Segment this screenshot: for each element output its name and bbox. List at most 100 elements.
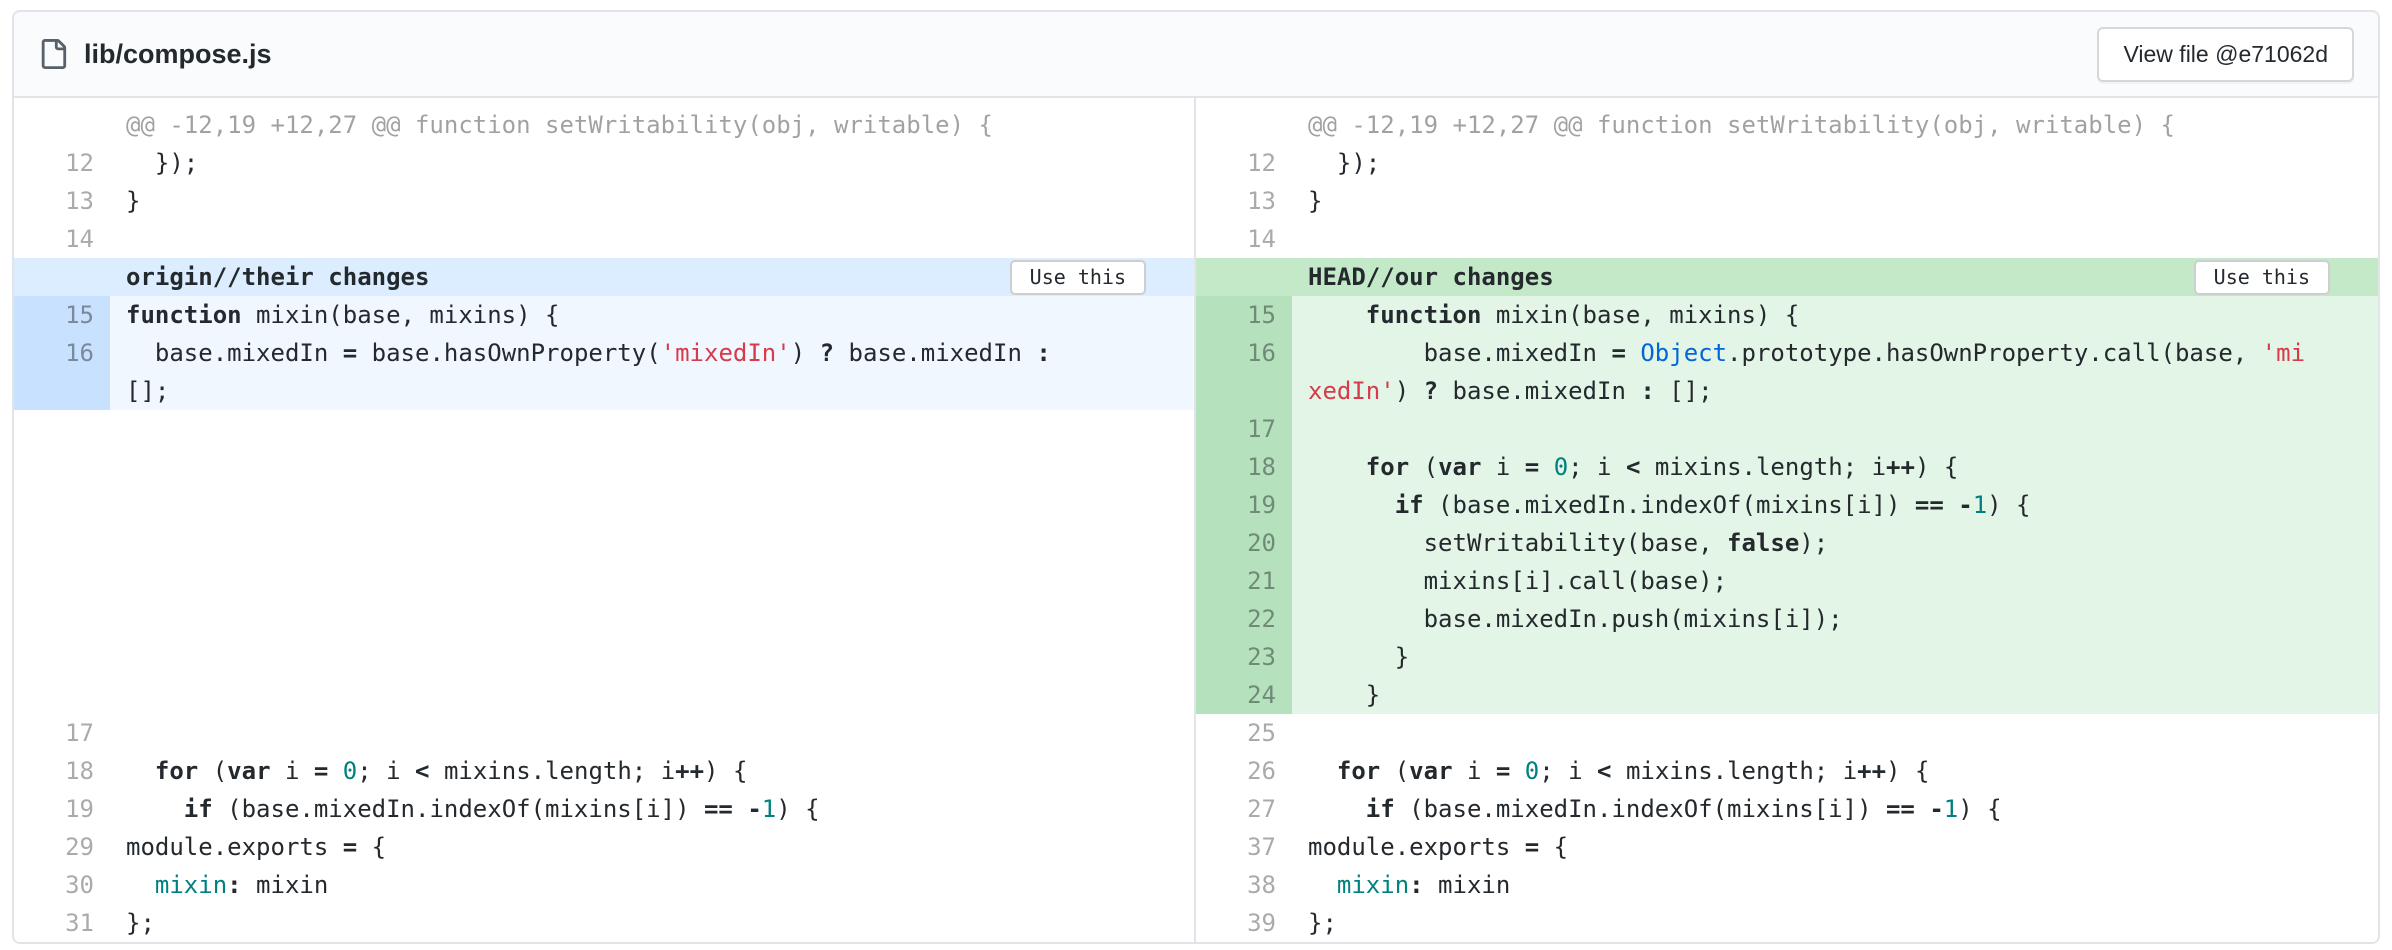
code-row: 37 module.exports = { (1196, 828, 2378, 866)
code-line (110, 220, 1194, 258)
code-line: }); (126, 149, 199, 177)
code-line: for (var i = 0; i < mixins.length; i++) … (1336, 757, 1930, 785)
code-row: 19 if (base.mixedIn.indexOf(mixins[i]) =… (14, 790, 1194, 828)
hunk-header-row: @@ -12,19 +12,27 @@ function setWritabil… (14, 106, 1194, 144)
code-row: []; (14, 372, 1194, 410)
code-line: module.exports = { (1308, 833, 1569, 861)
line-number (14, 106, 110, 144)
code-row: 16 base.mixedIn = Object.prototype.hasOw… (1196, 334, 2378, 372)
code-line: for (var i = 0; i < mixins.length; i++) … (1365, 453, 1959, 481)
line-number: 31 (65, 909, 94, 937)
code-row: 23 } (1196, 638, 2378, 676)
view-file-button[interactable]: View file @e71062d (2097, 26, 2354, 82)
code-row: 14 (14, 220, 1194, 258)
code-row: 12 }); (14, 144, 1194, 182)
code-line: @@ -12,19 +12,27 @@ function setWritabil… (1308, 111, 2175, 139)
line-number: 13 (65, 187, 94, 215)
file-header: lib/compose.js View file @e71062d (14, 12, 2378, 98)
code-row: 19 if (base.mixedIn.indexOf(mixins[i]) =… (1196, 486, 2378, 524)
right-use-this-button[interactable]: Use this (2193, 259, 2330, 295)
code-line (110, 714, 1194, 752)
code-line: for (var i = 0; i < mixins.length; i++) … (154, 757, 748, 785)
line-number: 30 (65, 871, 94, 899)
code-line: @@ -12,19 +12,27 @@ function setWritabil… (126, 111, 993, 139)
code-row: 21 mixins[i].call(base); (1196, 562, 2378, 600)
alignment-spacer (14, 410, 1194, 714)
code-row: 17 (1196, 410, 2378, 448)
code-line (1292, 410, 2378, 448)
code-line: } (126, 187, 141, 215)
code-line: }); (1308, 149, 1381, 177)
line-number: 20 (1196, 524, 1292, 562)
code-row: 26 for (var i = 0; i < mixins.length; i+… (1196, 752, 2378, 790)
code-line: xedIn') ? base.mixedIn : []; (1308, 377, 1713, 405)
split-diff: @@ -12,19 +12,27 @@ function setWritabil… (14, 98, 2378, 942)
line-number: 27 (1247, 795, 1276, 823)
file-name: lib/compose.js (84, 38, 272, 69)
line-number: 12 (65, 149, 94, 177)
line-number: 16 (14, 334, 110, 372)
code-row: 18 for (var i = 0; i < mixins.length; i+… (1196, 448, 2378, 486)
code-row: 16 base.mixedIn = base.hasOwnProperty('m… (14, 334, 1194, 372)
code-line: if (base.mixedIn.indexOf(mixins[i]) == -… (1394, 491, 2031, 519)
code-line: function mixin(base, mixins) { (1365, 301, 1800, 329)
line-number: 23 (1196, 638, 1292, 676)
line-number: 17 (65, 719, 94, 747)
right-conflict-header: HEAD//our changes Use this (1196, 258, 2378, 296)
code-line: if (base.mixedIn.indexOf(mixins[i]) == -… (1365, 795, 2002, 823)
code-line (1292, 220, 2378, 258)
line-number: 39 (1247, 909, 1276, 937)
code-row: 24 } (1196, 676, 2378, 714)
code-line: base.mixedIn = Object.prototype.hasOwnPr… (1308, 339, 2306, 367)
code-line: mixin: mixin (1336, 871, 1511, 899)
code-row: 25 (1196, 714, 2378, 752)
right-pane: @@ -12,19 +12,27 @@ function setWritabil… (1196, 98, 2378, 942)
code-row: 17 (14, 714, 1194, 752)
code-row: 15 function mixin(base, mixins) { (1196, 296, 2378, 334)
left-use-this-button[interactable]: Use this (1009, 259, 1146, 295)
code-line: }; (1308, 909, 1337, 937)
code-line: } (1308, 643, 1410, 671)
line-number: 14 (65, 225, 94, 253)
line-number: 15 (1196, 296, 1292, 334)
line-number: 18 (65, 757, 94, 785)
line-number: 21 (1196, 562, 1292, 600)
code-row: 22 base.mixedIn.push(mixins[i]); (1196, 600, 2378, 638)
code-line: []; (126, 377, 170, 405)
line-number: 26 (1247, 757, 1276, 785)
code-line: mixins[i].call(base); (1308, 567, 1728, 595)
code-line: mixin: mixin (154, 871, 329, 899)
hunk-header-row: @@ -12,19 +12,27 @@ function setWritabil… (1196, 106, 2378, 144)
line-number: 16 (1196, 334, 1292, 372)
code-line: function mixin(base, mixins) { (126, 301, 560, 329)
line-number: 18 (1196, 448, 1292, 486)
left-conflict-label: origin//their changes (126, 263, 430, 291)
line-number: 12 (1247, 149, 1276, 177)
line-number: 25 (1247, 719, 1276, 747)
code-row: xedIn') ? base.mixedIn : []; (1196, 372, 2378, 410)
code-row: 13} (1196, 182, 2378, 220)
line-number (14, 372, 110, 410)
code-row: 18 for (var i = 0; i < mixins.length; i+… (14, 752, 1194, 790)
code-row: 14 (1196, 220, 2378, 258)
line-number: 19 (1196, 486, 1292, 524)
file-icon (38, 39, 68, 69)
code-row: 30 mixin: mixin (14, 866, 1194, 904)
code-line: }; (126, 909, 155, 937)
code-row: 12 }); (1196, 144, 2378, 182)
line-number: 24 (1196, 676, 1292, 714)
line-number: 19 (65, 795, 94, 823)
right-conflict-label: HEAD//our changes (1308, 263, 1554, 291)
code-line: if (base.mixedIn.indexOf(mixins[i]) == -… (183, 795, 820, 823)
code-row: 39}; (1196, 904, 2378, 942)
code-line: base.mixedIn = base.hasOwnProperty('mixe… (126, 339, 1051, 367)
line-number: 29 (65, 833, 94, 861)
line-number (1196, 372, 1292, 410)
left-pane: @@ -12,19 +12,27 @@ function setWritabil… (14, 98, 1196, 942)
code-row: 27 if (base.mixedIn.indexOf(mixins[i]) =… (1196, 790, 2378, 828)
code-line (1292, 714, 2378, 752)
line-number: 38 (1247, 871, 1276, 899)
line-number: 22 (1196, 600, 1292, 638)
line-number: 37 (1247, 833, 1276, 861)
